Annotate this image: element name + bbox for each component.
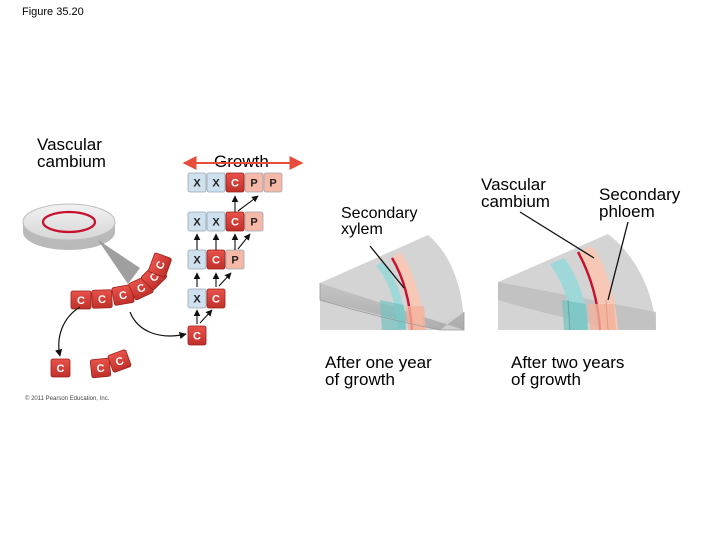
strip-cambium-cell-6-letter: C [154,260,168,272]
vascular-cambium-label-right: Vascular cambium [481,176,550,210]
cambium-ring [41,210,97,234]
after-two-years-label-line1: After two years [511,353,625,372]
stack-cell-r2-c3-letter: C [231,217,239,229]
figure-title: Figure 35.20 [22,6,84,18]
copyright-notice: © 2011 Pearson Education, Inc. [25,396,110,402]
stack-cell-r3-c2: C [206,249,226,270]
secondary-phloem-label-line1: Secondary [599,185,681,204]
stack-cell-r2-c4-letter: P [250,217,257,229]
secondary-xylem-label-line1: Secondary [341,205,418,222]
dividing-cambium-cell-1: C [50,358,71,378]
secondary-xylem-label: Secondary xylem [341,206,418,238]
stack-cell-r1-c2: X [206,172,226,193]
stack-cell-r3-c1: X [187,249,207,270]
vascular-cambium-label-right-line1: Vascular [481,175,546,194]
stack-cell-r5-c1: C [187,325,207,346]
strip-cambium-cell-1: C [70,290,92,310]
stack-cell-r1-c4: P [244,172,264,193]
strip-cambium-cell-6: C [148,252,172,278]
stack-cell-r1-c3: C [225,172,245,193]
after-two-years-label-line2: of growth [511,370,581,389]
wedge-two-years [498,234,656,331]
arrow-to-dividing-cells [55,306,81,357]
strip-cambium-cell-5: C [140,263,168,291]
strip-cambium-cell-1-letter: C [77,295,85,307]
stack-cell-r1-c2-letter: X [212,178,220,190]
stack-cell-r1-c1: X [187,172,207,193]
after-two-years-label: After two years of growth [511,354,624,388]
vascular-cambium-label-left-line2: cambium [37,152,106,171]
vascular-cambium-label-left-line1: Vascular [37,135,102,154]
arrow-to-cell-stack [129,311,187,339]
stack-cell-r2-c1-letter: X [193,217,201,229]
stack-cell-r2-c2: X [206,211,226,232]
vascular-cambium-label-right-line2: cambium [481,192,550,211]
stack-cell-r1-c5: P [263,172,283,193]
stack-cell-r4-c2: C [206,288,226,309]
zoom-wedge [98,240,140,284]
stack-cell-r3-c3-letter: P [231,255,238,267]
stack-cell-r4-c1: X [187,288,207,309]
stack-cell-r4-c2-letter: C [212,294,220,306]
dividing-cambium-cell-2-letter: C [96,363,105,376]
strip-cambium-cell-2: C [91,289,113,309]
after-one-year-label-line2: of growth [325,370,395,389]
stack-cell-r1-c1-letter: X [193,178,201,190]
dividing-cambium-cell-2: C [89,357,112,379]
stack-cell-r4-c1-letter: X [193,294,201,306]
stack-cell-r1-c3-letter: C [231,178,239,190]
stack-cell-r5-c1-letter: C [193,331,201,343]
dividing-cambium-cell-3: C [107,349,132,373]
stack-cell-r1-c5-letter: P [269,178,276,190]
stem-disk [22,203,116,250]
vascular-cambium-label-left: Vascular cambium [37,136,106,170]
stack-cell-r2-c3: C [225,211,245,232]
stack-cell-r2-c1: X [187,211,207,232]
strip-cambium-cell-2-letter: C [98,294,106,306]
stack-cell-r2-c2-letter: X [212,217,220,229]
division-arrows [193,195,259,324]
after-one-year-label-line1: After one year [325,353,432,372]
stack-cell-r3-c3: P [225,249,245,270]
leader-vascular-cambium [519,211,595,259]
dividing-cambium-cell-1-letter: C [57,363,65,375]
stack-cell-r3-c2-letter: C [212,255,220,267]
dividing-cambium-cell-3-letter: C [114,355,126,369]
wedge-one-year [319,235,465,331]
stack-cell-r3-c1-letter: X [193,255,201,267]
secondary-xylem-label-line2: xylem [341,221,383,238]
secondary-phloem-label: Secondary phloem [599,186,680,220]
secondary-phloem-label-line2: phloem [599,202,655,221]
after-one-year-label: After one year of growth [325,354,432,388]
strip-cambium-cell-3-letter: C [118,289,128,302]
stack-cell-r2-c4: P [244,211,264,232]
stem-disk-top [22,203,116,241]
leader-secondary-xylem [369,245,405,289]
leader-secondary-phloem [607,221,629,301]
stack-cell-r1-c4-letter: P [250,178,257,190]
